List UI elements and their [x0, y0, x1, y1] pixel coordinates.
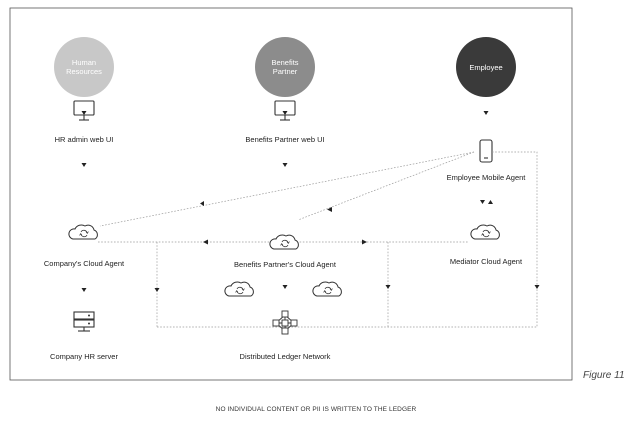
cloud-icon: [269, 234, 299, 250]
bp-actor-label-line2: Partner: [273, 67, 298, 76]
diagram-frame: [9, 7, 573, 381]
hr-web-ui-label: HR admin web UI: [55, 135, 114, 144]
mediator-cloud-agent-label: Mediator Cloud Agent: [450, 257, 523, 266]
arrow-left-icon: [200, 201, 204, 206]
cloud-icon: [224, 281, 254, 297]
figure-label: Figure 11: [583, 370, 625, 381]
cloud-icon: [68, 224, 98, 240]
employee-actor-label: Employee: [469, 63, 502, 72]
cloud-icon: [470, 224, 500, 240]
arrow-down-icon: [282, 163, 288, 167]
arrow-down-icon: [483, 111, 489, 115]
arrow-down-icon: [81, 111, 87, 115]
company-cloud-agent-label: Company's Cloud Agent: [44, 259, 125, 268]
blockchain-network-icon: [272, 310, 298, 335]
ledger-network-label: Distributed Ledger Network: [240, 352, 331, 361]
bp-cloud-agent-label: Benefits Partner's Cloud Agent: [234, 260, 337, 269]
human-resources-actor: Human Resources: [54, 37, 114, 97]
hr-actor-label-line1: Human: [72, 58, 96, 67]
benefits-partner-actor: Benefits Partner: [255, 37, 315, 97]
arrow-left-icon: [327, 207, 332, 212]
arrow-down-icon: [154, 288, 160, 292]
arrow-left-icon: [203, 239, 208, 245]
hr-actor-label-line2: Resources: [66, 67, 102, 76]
arrow-down-icon: [81, 163, 87, 167]
arrow-down-icon: [282, 111, 288, 115]
company-hr-server-label: Company HR server: [50, 352, 118, 361]
monitor-icon: [274, 100, 296, 121]
bp-web-ui-label: Benefits Partner web UI: [245, 135, 324, 144]
employee-mobile-agent-label: Employee Mobile Agent: [447, 173, 527, 182]
employee-actor: Employee: [456, 37, 516, 97]
arrow-down-icon: [385, 285, 391, 289]
mobile-phone-icon: [479, 139, 493, 163]
arrow-down-icon: [534, 285, 540, 289]
arrow-right-icon: [362, 239, 367, 245]
arrow-down-icon: [282, 285, 288, 289]
arrow-up-icon: [488, 200, 493, 204]
server-icon: [73, 311, 95, 332]
bp-actor-label-line1: Benefits: [271, 58, 298, 67]
arrow-down-icon: [81, 288, 87, 292]
arrow-down-icon: [480, 200, 485, 204]
footer-note: NO INDIVIDUAL CONTENT OR PII IS WRITTEN …: [215, 406, 417, 413]
monitor-icon: [73, 100, 95, 121]
cloud-icon: [312, 281, 342, 297]
